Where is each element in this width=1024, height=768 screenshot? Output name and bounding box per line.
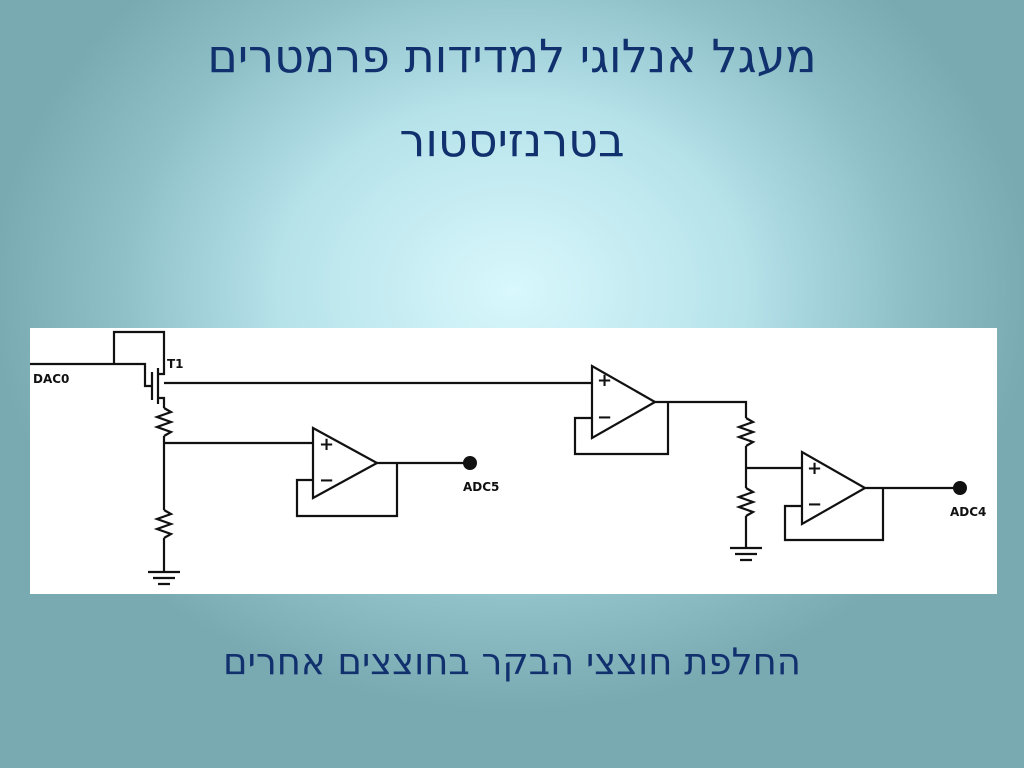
opamp-1	[311, 426, 380, 500]
slide-title-line-1: מעגל אנלוגי למדידות פרמטרים	[207, 29, 817, 83]
opamp2-feedback-wire	[573, 400, 748, 456]
resistor-r2	[153, 509, 175, 539]
circuit-diagram-panel: + − + − + − DAC0 T1 ADC5 ADC4	[30, 328, 997, 594]
opamp1-minus-sign: −	[319, 470, 334, 491]
resistor-r4	[735, 487, 757, 517]
t1-label: T1	[167, 357, 184, 371]
adc4-terminal	[953, 481, 967, 495]
slide-title-line-2: בטרנזיסטור	[399, 113, 625, 167]
adc4-label: ADC4	[950, 505, 986, 519]
resistor-r1	[153, 407, 175, 437]
opamp2-minus-sign: −	[597, 407, 612, 428]
opamp3-feedback-wire	[783, 486, 960, 542]
ground-left	[148, 538, 180, 586]
dac0-label: DAC0	[33, 372, 69, 386]
gate-loop-wire	[112, 330, 166, 364]
transistor-t1-symbol	[150, 348, 166, 404]
opamp2-plus-sign: +	[597, 370, 612, 391]
slide-title: מעגל אנלוגי למדידות פרמטרים בטרנזיסטור	[40, 14, 984, 182]
opamp-2	[590, 364, 658, 440]
dac0-input-wire	[30, 362, 152, 388]
opamp1-feedback-wire	[295, 461, 470, 518]
slide-caption: החלפת חוצצי הבקר בחוצצים אחרים	[223, 640, 801, 683]
opamp3-minus-sign: −	[807, 494, 822, 515]
circuit-diagram: + − + − + − DAC0 T1 ADC5 ADC4	[30, 330, 986, 586]
opamp-3	[800, 450, 868, 526]
ground-right	[730, 516, 762, 562]
adc5-label: ADC5	[463, 480, 499, 494]
resistor-r3	[735, 417, 757, 447]
adc5-terminal	[463, 456, 477, 470]
opamp3-plus-sign: +	[807, 458, 822, 479]
opamp1-plus-sign: +	[319, 434, 334, 455]
